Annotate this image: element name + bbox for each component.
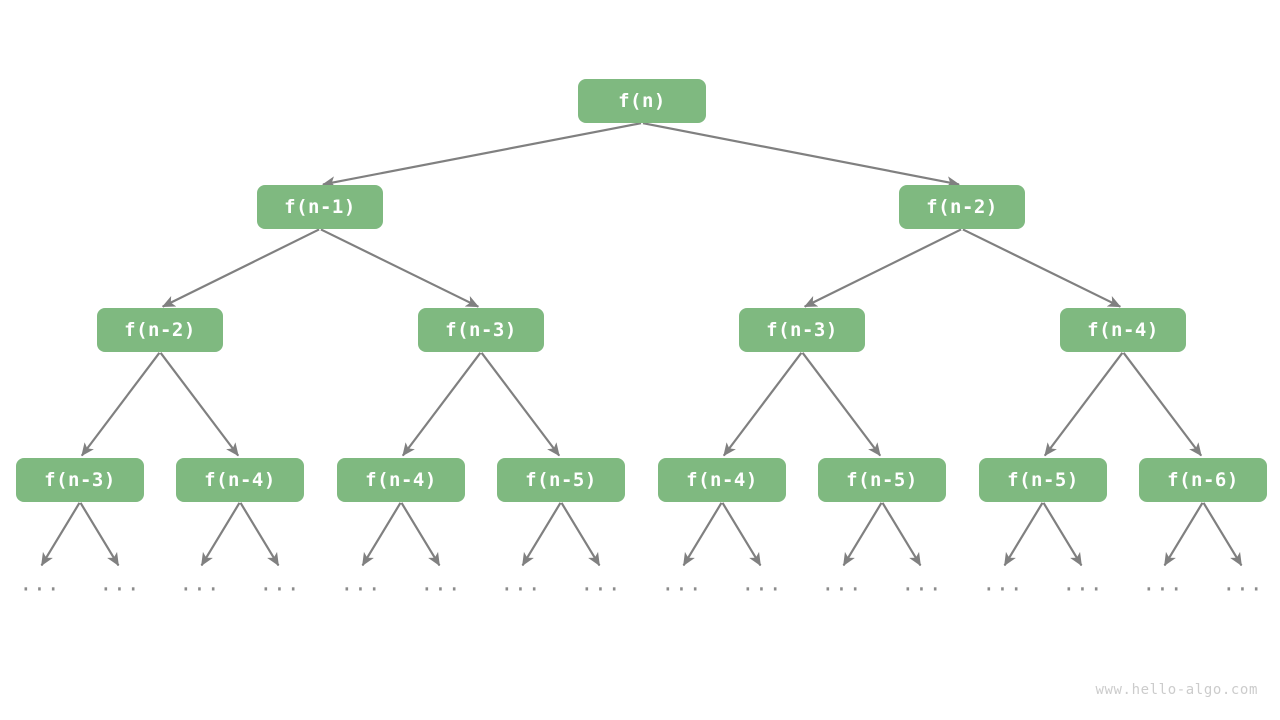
tree-edge-n11-to-e9: [721, 502, 762, 567]
tree-node-label: f(n-1): [284, 196, 356, 218]
tree-edge-n6-to-n14: [1122, 352, 1203, 457]
tree-edge-n6-to-n13: [1043, 352, 1124, 457]
tree-edge-n1-to-n4: [320, 228, 480, 308]
tree-edge-n12-to-e11: [881, 502, 922, 567]
ellipsis-marker: ...: [741, 571, 783, 596]
ellipsis-marker: ...: [1142, 571, 1184, 596]
tree-edge-n9-to-e4: [361, 502, 402, 567]
tree-edge-n4-to-n9: [401, 352, 482, 457]
ellipsis-marker: ...: [821, 571, 863, 596]
tree-node-n12[interactable]: f(n-5): [818, 458, 946, 502]
tree-edge-n0-to-n1: [322, 122, 642, 188]
ellipsis-marker: ...: [1222, 571, 1264, 596]
tree-edge-n5-to-n12: [801, 352, 882, 457]
tree-node-n11[interactable]: f(n-4): [658, 458, 786, 502]
tree-node-label: f(n-4): [686, 469, 758, 491]
tree-node-n3[interactable]: f(n-2): [97, 308, 223, 352]
ellipsis-marker: ...: [259, 571, 301, 596]
ellipsis-marker: ...: [340, 571, 382, 596]
tree-edge-n1-to-n3: [161, 228, 320, 308]
ellipsis-marker: ...: [661, 571, 703, 596]
ellipsis-marker: ...: [500, 571, 542, 596]
tree-node-label: f(n-5): [525, 469, 597, 491]
tree-node-label: f(n-2): [926, 196, 998, 218]
ellipsis-marker: ...: [179, 571, 221, 596]
tree-edge-n3-to-n7: [80, 352, 161, 457]
tree-edge-n3-to-n8: [159, 352, 240, 457]
tree-node-label: f(n-3): [44, 469, 116, 491]
tree-node-n10[interactable]: f(n-5): [497, 458, 625, 502]
ellipsis-marker: ...: [19, 571, 61, 596]
tree-node-n14[interactable]: f(n-6): [1139, 458, 1267, 502]
tree-edge-n8-to-e2: [200, 502, 241, 567]
tree-node-n13[interactable]: f(n-5): [979, 458, 1107, 502]
tree-edge-n12-to-e10: [842, 502, 883, 567]
tree-node-label: f(n-4): [365, 469, 437, 491]
tree-edge-n0-to-n2: [642, 122, 960, 188]
tree-edge-n14-to-e15: [1202, 502, 1243, 567]
tree-node-n1[interactable]: f(n-1): [257, 185, 383, 229]
tree-node-label: f(n): [618, 90, 666, 112]
tree-node-label: f(n-2): [124, 319, 196, 341]
tree-node-n4[interactable]: f(n-3): [418, 308, 544, 352]
tree-node-n8[interactable]: f(n-4): [176, 458, 304, 502]
tree-edge-n13-to-e13: [1042, 502, 1083, 567]
tree-edge-n13-to-e12: [1003, 502, 1044, 567]
tree-edge-n10-to-e6: [521, 502, 562, 567]
tree-node-label: f(n-6): [1167, 469, 1239, 491]
ellipsis-marker: ...: [982, 571, 1024, 596]
tree-edge-n2-to-n6: [962, 228, 1122, 308]
tree-node-label: f(n-4): [204, 469, 276, 491]
ellipsis-marker: ...: [901, 571, 943, 596]
tree-node-label: f(n-5): [846, 469, 918, 491]
tree-node-n9[interactable]: f(n-4): [337, 458, 465, 502]
ellipsis-marker: ...: [1062, 571, 1104, 596]
tree-node-n0[interactable]: f(n): [578, 79, 706, 123]
tree-node-label: f(n-4): [1087, 319, 1159, 341]
tree-edge-n11-to-e8: [682, 502, 723, 567]
tree-edge-n8-to-e3: [239, 502, 280, 567]
tree-node-n6[interactable]: f(n-4): [1060, 308, 1186, 352]
tree-node-label: f(n-5): [1007, 469, 1079, 491]
tree-edge-n5-to-n11: [722, 352, 803, 457]
tree-edge-n14-to-e14: [1163, 502, 1204, 567]
tree-node-label: f(n-3): [766, 319, 838, 341]
ellipsis-marker: ...: [99, 571, 141, 596]
tree-node-n5[interactable]: f(n-3): [739, 308, 865, 352]
ellipsis-marker: ...: [580, 571, 622, 596]
tree-edge-n2-to-n5: [803, 228, 962, 308]
watermark: www.hello-algo.com: [1095, 682, 1258, 698]
tree-node-label: f(n-3): [445, 319, 517, 341]
tree-edge-n9-to-e5: [400, 502, 441, 567]
ellipsis-marker: ...: [420, 571, 462, 596]
tree-edge-n7-to-e0: [40, 502, 81, 567]
tree-edge-n7-to-e1: [79, 502, 120, 567]
tree-edge-n4-to-n10: [480, 352, 561, 457]
tree-node-n7[interactable]: f(n-3): [16, 458, 144, 502]
tree-edge-n10-to-e7: [560, 502, 601, 567]
tree-node-n2[interactable]: f(n-2): [899, 185, 1025, 229]
